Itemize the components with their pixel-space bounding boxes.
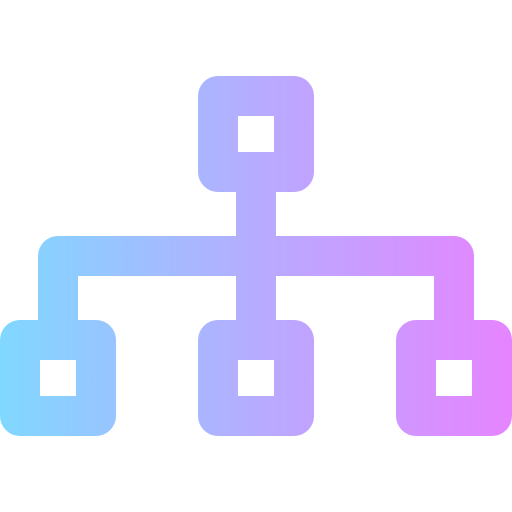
bottom-left-node-icon xyxy=(0,320,116,436)
top-stem-connector xyxy=(236,190,276,240)
bottom-center-node-icon xyxy=(198,320,314,436)
top-node-icon xyxy=(198,76,314,192)
bottom-right-node-icon xyxy=(396,320,512,436)
horizontal-bus-connector xyxy=(38,236,474,322)
middle-stem-connector xyxy=(236,274,276,324)
